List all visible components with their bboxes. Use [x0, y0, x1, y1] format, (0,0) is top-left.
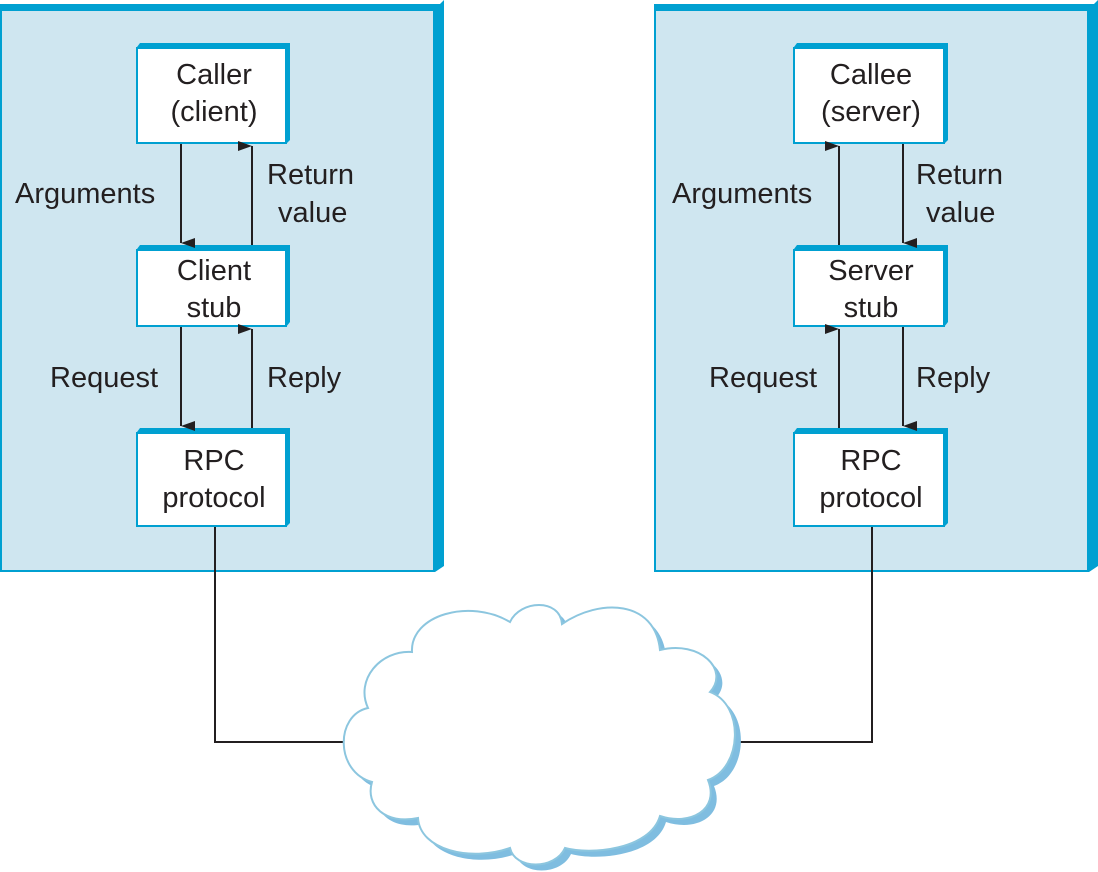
- client-request-label: Request: [50, 362, 158, 394]
- server-reply-label: Reply: [916, 362, 991, 394]
- server-rpc-protocol-box[interactable]: RPC protocol: [793, 428, 948, 527]
- client-reply-label: Reply: [267, 362, 342, 394]
- server-request-label: Request: [709, 362, 817, 394]
- client-rpc-protocol-box[interactable]: RPC protocol: [136, 428, 290, 527]
- client-rpc-line2: protocol: [162, 482, 265, 514]
- client-stub-line1: Client: [177, 255, 251, 287]
- caller-box[interactable]: Caller (client): [136, 43, 290, 144]
- client-stub-box[interactable]: Client stub: [136, 245, 290, 327]
- client-arguments-label: Arguments: [15, 178, 155, 210]
- server-stub-line1: Server: [828, 255, 914, 287]
- server-return-label-line1: Return: [916, 159, 1003, 191]
- server-rpc-line1: RPC: [840, 445, 901, 477]
- client-return-label-line2: value: [278, 197, 347, 229]
- caller-box-line1: Caller: [176, 59, 252, 91]
- server-stub-line2: stub: [844, 292, 899, 324]
- server-network-link: [737, 527, 873, 743]
- callee-box-line2: (server): [821, 96, 921, 128]
- server-rpc-line2: protocol: [819, 482, 922, 514]
- callee-box[interactable]: Callee (server): [793, 43, 948, 144]
- client-rpc-line1: RPC: [183, 445, 244, 477]
- cloud-body: [342, 604, 736, 866]
- server-stub-box[interactable]: Server stub: [793, 245, 948, 327]
- cloud-icon: [342, 604, 741, 871]
- caller-box-line2: (client): [170, 96, 257, 128]
- server-return-label-line2: value: [926, 197, 995, 229]
- client-stub-line2: stub: [187, 292, 242, 324]
- client-return-label-line1: Return: [267, 159, 354, 191]
- server-arguments-label: Arguments: [672, 178, 812, 210]
- client-network-link: [214, 527, 345, 743]
- callee-box-line1: Callee: [830, 59, 912, 91]
